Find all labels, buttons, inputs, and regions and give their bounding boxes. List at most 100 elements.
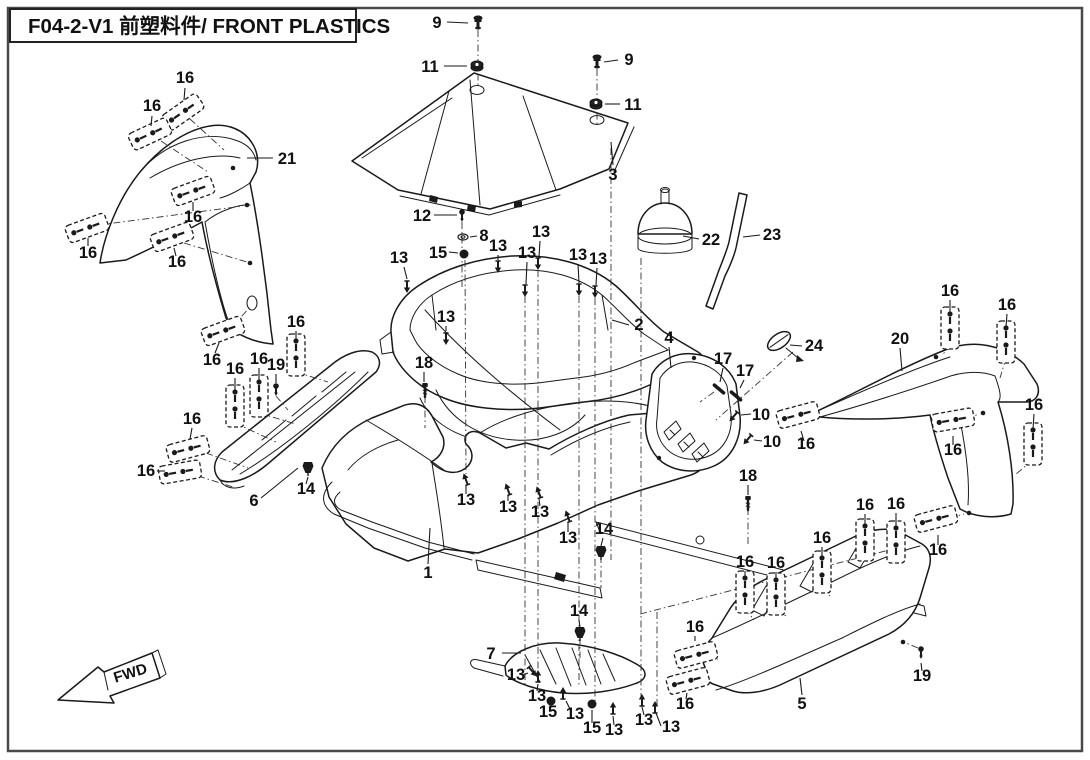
fastener-bolt: [403, 280, 411, 293]
fastener-pin: [592, 54, 602, 69]
leader-line: [789, 344, 803, 347]
page-title: F04-2-V1 前塑料件/ FRONT PLASTICS: [28, 14, 390, 38]
fastener-washer: [457, 233, 469, 241]
fastener-screw-s: [459, 209, 465, 222]
part-5-lower-panel-drawing: [702, 528, 932, 694]
callout-5: 5: [797, 695, 806, 713]
callout-15: 15: [583, 719, 601, 737]
fastener-bolt: [534, 670, 542, 683]
leader-line: [525, 261, 528, 285]
leader-line: [522, 672, 529, 676]
callout-13: 13: [499, 498, 517, 516]
leader-line: [427, 527, 431, 565]
callout-13: 13: [531, 503, 549, 521]
callout-16: 16: [176, 69, 194, 87]
part-24-hook-drawing: [766, 330, 804, 362]
callout-16: 16: [183, 410, 201, 428]
fastener-box-h: [64, 212, 110, 244]
title-block: F04-2-V1 前塑料件/ FRONT PLASTICS: [9, 8, 390, 43]
callout-7: 7: [486, 645, 495, 663]
callout-22: 22: [702, 231, 720, 249]
fastener-bolt: [534, 257, 542, 270]
leader-line: [446, 21, 469, 24]
part-2-storage-box-drawing: [379, 255, 704, 441]
callout-13: 13: [390, 249, 408, 267]
fastener-bolt: [743, 432, 754, 445]
callout-13: 13: [569, 246, 587, 264]
fastener-bolt: [651, 701, 659, 714]
construction-line: [98, 205, 244, 226]
construction-line: [275, 395, 289, 411]
callout-19: 19: [913, 667, 931, 685]
fastener-dot: [459, 249, 469, 259]
fastener-box-h: [127, 117, 173, 151]
leader-line: [595, 267, 598, 286]
fastener-bolt: [521, 284, 529, 297]
fastener-bolt: [638, 694, 646, 707]
callout-13: 13: [507, 666, 525, 684]
fastener-box-h: [161, 93, 205, 131]
callout-21: 21: [278, 150, 296, 168]
leader-line: [183, 87, 186, 101]
fwd-arrow: FWD: [57, 649, 167, 704]
callout-18: 18: [415, 354, 433, 372]
callout-13: 13: [528, 687, 546, 705]
callout-16: 16: [79, 244, 97, 262]
construction-line: [160, 140, 209, 173]
callout-14: 14: [570, 602, 589, 620]
construction-line: [905, 642, 919, 649]
fastener-bolt: [575, 283, 583, 296]
fastener-box-v: [996, 320, 1016, 364]
fastener-bolt: [591, 285, 599, 298]
leader-line: [578, 619, 581, 628]
callout-13: 13: [518, 244, 536, 262]
part-23-tube-drawing: [705, 192, 748, 310]
leader-line: [538, 498, 541, 507]
callout-24: 24: [805, 337, 824, 355]
parts-illustration: [99, 72, 1040, 695]
callout-10: 10: [752, 406, 770, 424]
fastener-box-v: [855, 518, 875, 562]
construction-line: [464, 259, 467, 475]
leader-line: [668, 346, 672, 369]
callout-16: 16: [137, 462, 155, 480]
callout-3: 3: [608, 166, 617, 184]
fastener-box-v: [886, 520, 906, 564]
callout-13: 13: [532, 223, 550, 241]
callout-13: 13: [662, 718, 680, 736]
leader-line: [739, 379, 745, 389]
callout-14: 14: [595, 520, 614, 538]
callout-13: 13: [566, 705, 584, 723]
callout-1: 1: [423, 564, 432, 582]
callout-11: 11: [624, 96, 641, 114]
leader-line: [920, 662, 923, 672]
fastener-bolt: [494, 260, 502, 273]
callout-19: 19: [267, 356, 285, 374]
callout-13: 13: [437, 308, 455, 326]
callout-16: 16: [143, 97, 161, 115]
fastener-box-v: [286, 333, 306, 377]
callout-12: 12: [413, 207, 431, 225]
page-border: [6, 6, 1084, 753]
leader-line: [403, 266, 408, 280]
fastener-screw-s: [273, 383, 279, 396]
fastener-box-v: [812, 550, 832, 594]
callout-16: 16: [856, 496, 874, 514]
leader-line: [150, 115, 153, 127]
leader-line: [612, 715, 615, 726]
callout-16: 16: [736, 553, 754, 571]
leader-line: [600, 537, 604, 547]
fastener-box-h: [149, 221, 195, 253]
callout-16: 16: [226, 360, 244, 378]
leader-line: [682, 235, 700, 240]
callout-16: 16: [203, 351, 221, 369]
callout-16: 16: [813, 529, 831, 547]
fastener-box-v: [766, 572, 786, 616]
fastener-box-v: [735, 570, 755, 614]
callout-9: 9: [432, 14, 441, 32]
construction-line: [197, 475, 237, 489]
fastener-tick: [729, 390, 743, 402]
